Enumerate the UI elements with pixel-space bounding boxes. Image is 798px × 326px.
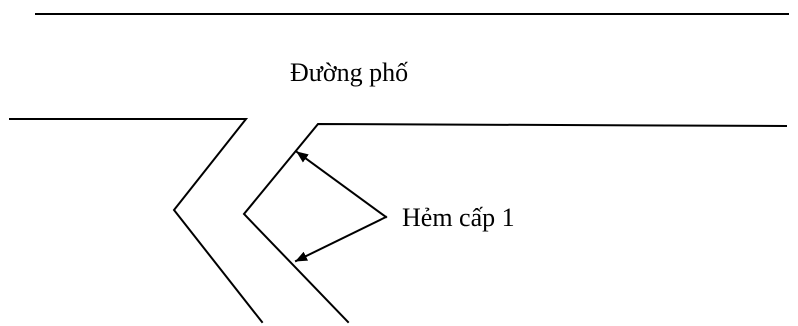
street-bottom-edge-left [9,118,264,324]
arrow-to-alley-lower-wall [294,215,388,263]
street-bottom-edge-right [242,122,788,324]
street-label: Đường phố [290,58,408,87]
alley-label: Hẻm cấp 1 [402,203,515,232]
arrow-to-alley-upper-wall [295,150,388,219]
